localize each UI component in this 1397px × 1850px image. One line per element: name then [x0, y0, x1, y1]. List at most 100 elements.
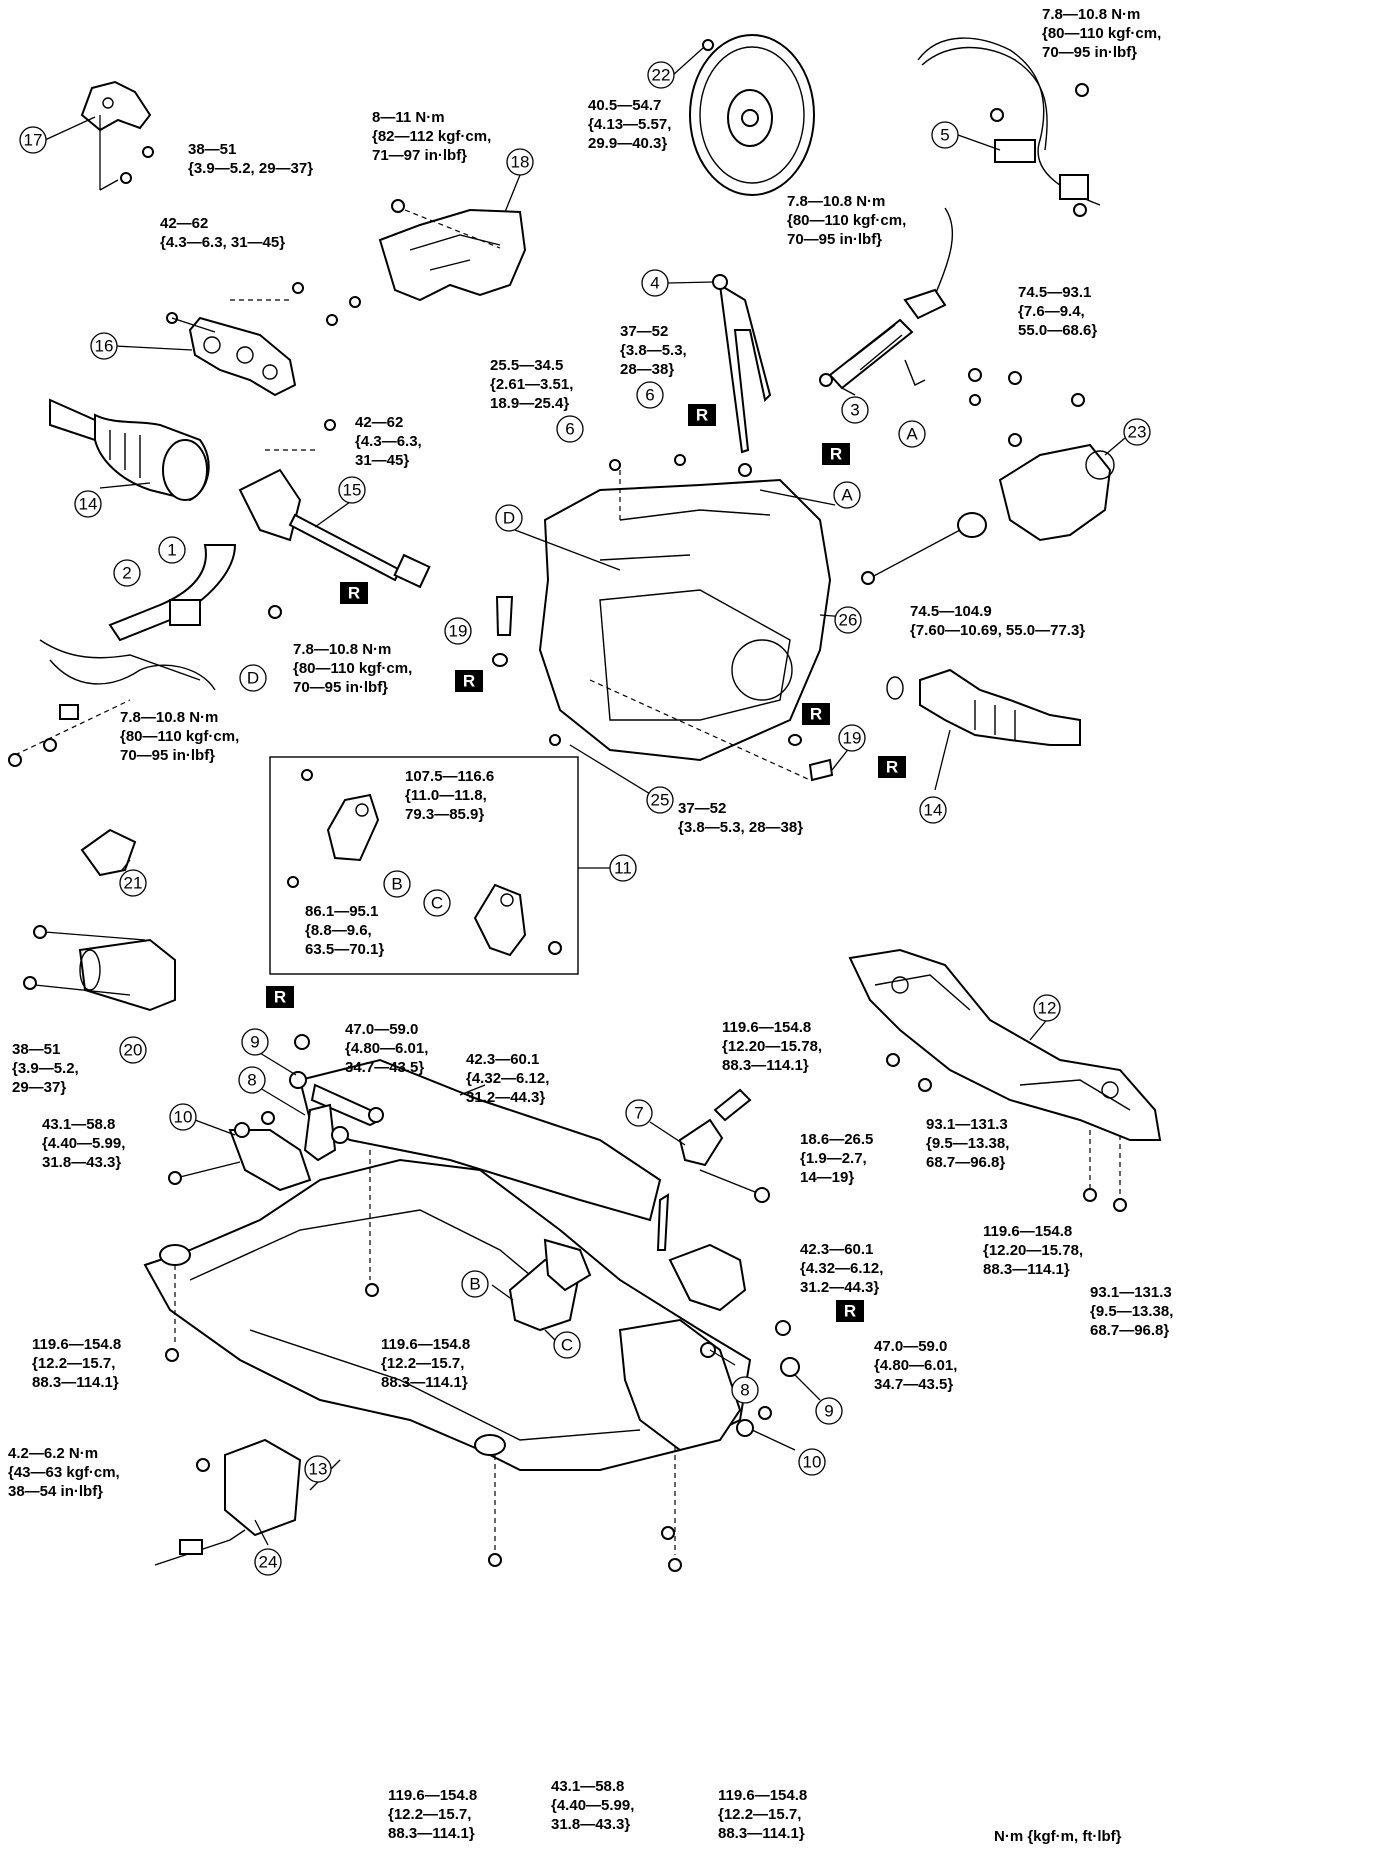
callout-20: 20: [119, 1036, 147, 1064]
callout-B-2: B: [461, 1270, 489, 1298]
svg-text:26: 26: [839, 611, 858, 630]
callout-9-a: 9: [241, 1028, 269, 1056]
svg-text:R: R: [463, 672, 475, 691]
part-15-joint-shaft: [238, 419, 431, 589]
part-5-sensor-harness: [917, 37, 1101, 217]
callout-B-1: B: [383, 870, 411, 898]
svg-text:11: 11: [614, 859, 632, 878]
svg-text:A: A: [906, 425, 918, 444]
callout-22: 22: [647, 61, 675, 89]
callout-D-2: D: [239, 664, 267, 692]
callout-9-b: 9: [815, 1397, 843, 1425]
torque-spec: 7.8—10.8 N·m {80—110 kgf·cm, 70—95 in·lb…: [293, 641, 413, 696]
torque-spec: 47.0—59.0 {4.80—6.01, 34.7—43.5}: [874, 1338, 958, 1393]
torque-spec: 38—51 {3.9—5.2, 29—37}: [188, 141, 314, 177]
part-9-8-10-right: [618, 1243, 800, 1540]
replace-marker-1: R: [688, 404, 716, 426]
callout-C-1: C: [423, 889, 451, 917]
callout-16: 16: [90, 332, 118, 360]
svg-text:7: 7: [634, 1104, 643, 1123]
svg-text:12: 12: [1038, 999, 1057, 1018]
part-7-steering-joint: [656, 1088, 770, 1251]
part-21-bracket: [80, 828, 137, 877]
svg-text:1: 1: [167, 541, 176, 560]
svg-text:17: 17: [24, 131, 43, 150]
svg-text:16: 16: [95, 337, 114, 356]
svg-text:15: 15: [343, 481, 362, 500]
part-11-mount-box: [269, 756, 610, 975]
callout-26: 26: [834, 606, 862, 634]
svg-text:R: R: [886, 758, 898, 777]
units-legend: N·m {kgf·m, ft·lbf}: [994, 1828, 1122, 1845]
callout-21: 21: [119, 869, 147, 897]
svg-text:20: 20: [124, 1041, 143, 1060]
callouts: 17 18 16 22 5 4 3 A 23 6 6 14 15 D A 1 2…: [19, 61, 1151, 1576]
svg-text:23: 23: [1128, 423, 1147, 442]
callout-7: 7: [625, 1099, 653, 1127]
svg-text:9: 9: [824, 1402, 833, 1421]
svg-text:6: 6: [645, 386, 654, 405]
part-18-shield: [378, 199, 527, 302]
torque-spec: 86.1—95.1 {8.8—9.6, 63.5—70.1}: [305, 903, 385, 958]
torque-spec: 93.1—131.3 {9.5—13.38, 68.7—96.8}: [1090, 1284, 1174, 1339]
callout-17: 17: [19, 126, 47, 154]
torque-spec: 7.8—10.8 N·m {80—110 kgf·cm, 70—95 in·lb…: [120, 709, 240, 764]
callout-14-a: 14: [74, 490, 102, 518]
torque-spec: 107.5—116.6 {11.0—11.8, 79.3—85.9}: [405, 768, 495, 823]
torque-spec: 119.6—154.8 {12.20—15.78, 88.3—114.1}: [722, 1019, 823, 1074]
svg-text:9: 9: [250, 1033, 259, 1052]
part-20-starter: [23, 925, 176, 1012]
svg-text:14: 14: [79, 495, 98, 514]
replace-marker-4: R: [455, 670, 483, 692]
torque-spec: 18.6—26.5 {1.9—2.7, 14—19}: [800, 1131, 874, 1186]
part-4-dipstick: [712, 274, 772, 477]
torque-spec: 47.0—59.0 {4.80—6.01, 34.7—43.5}: [345, 1021, 429, 1076]
callout-19-a: 19: [444, 617, 472, 645]
svg-text:22: 22: [652, 66, 671, 85]
exploded-diagram: 17 18 16 22 5 4 3 A 23 6 6 14 15 D A 1 2…: [8, 6, 1174, 1845]
svg-text:8: 8: [247, 1071, 256, 1090]
callout-12: 12: [1033, 994, 1061, 1022]
part-22-flywheel: [689, 34, 815, 196]
replace-markers: R R R R R R R R: [266, 404, 906, 1322]
callout-C-2: C: [553, 1331, 581, 1359]
part-26-transaxle: [538, 454, 832, 781]
callout-8-b: 8: [731, 1376, 759, 1404]
svg-text:8: 8: [740, 1381, 749, 1400]
torque-spec: 119.6—154.8 {12.2—15.7, 88.3—114.1}: [718, 1787, 808, 1842]
callout-A-2: A: [833, 481, 861, 509]
torque-spec: 74.5—93.1 {7.6—9.4, 55.0—68.6}: [1018, 284, 1098, 339]
svg-text:R: R: [810, 705, 822, 724]
callout-5: 5: [931, 121, 959, 149]
svg-text:3: 3: [850, 401, 859, 420]
part-3-shift-cable: [819, 207, 953, 390]
torque-spec: 42—62 {4.3—6.3, 31—45}: [160, 215, 286, 251]
svg-text:10: 10: [174, 1108, 193, 1127]
callout-A-1: A: [898, 420, 926, 448]
callout-3: 3: [841, 396, 869, 424]
torque-spec: 40.5—54.7 {4.13—5.57, 29.9—40.3}: [588, 97, 672, 152]
svg-text:B: B: [391, 875, 402, 894]
torque-spec: 8—11 N·m {82—112 kgf·cm, 71—97 in·lbf}: [372, 109, 492, 164]
callout-19-b: 19: [838, 724, 866, 752]
callout-11: 11: [609, 854, 637, 882]
part-16-mount: [166, 282, 361, 397]
svg-text:D: D: [247, 669, 259, 688]
svg-text:R: R: [274, 988, 286, 1007]
torque-spec: 42—62 {4.3—6.3, 31—45}: [355, 414, 422, 469]
svg-text:R: R: [844, 1302, 856, 1321]
part-19-clips: [492, 596, 834, 782]
torque-spec: 7.8—10.8 N·m {80—110 kgf·cm, 70—95 in·lb…: [787, 193, 907, 248]
svg-text:19: 19: [843, 729, 862, 748]
callout-18: 18: [506, 148, 534, 176]
torque-spec: 119.6—154.8 {12.20—15.78, 88.3—114.1}: [983, 1223, 1084, 1278]
torque-spec: 37—52 {3.8—5.3, 28—38}: [620, 323, 687, 378]
part-17-bracket: [80, 80, 154, 191]
part-9-8-10-left: [168, 1034, 384, 1192]
torque-spec: 42.3—60.1 {4.32—6.12, 31.2—44.3}: [800, 1241, 884, 1296]
torque-spec: 119.6—154.8 {12.2—15.7, 88.3—114.1}: [381, 1336, 471, 1391]
svg-text:R: R: [830, 445, 842, 464]
replace-marker-5: R: [802, 703, 830, 725]
svg-text:R: R: [696, 406, 708, 425]
part-2-wiring-harness: [8, 544, 282, 767]
